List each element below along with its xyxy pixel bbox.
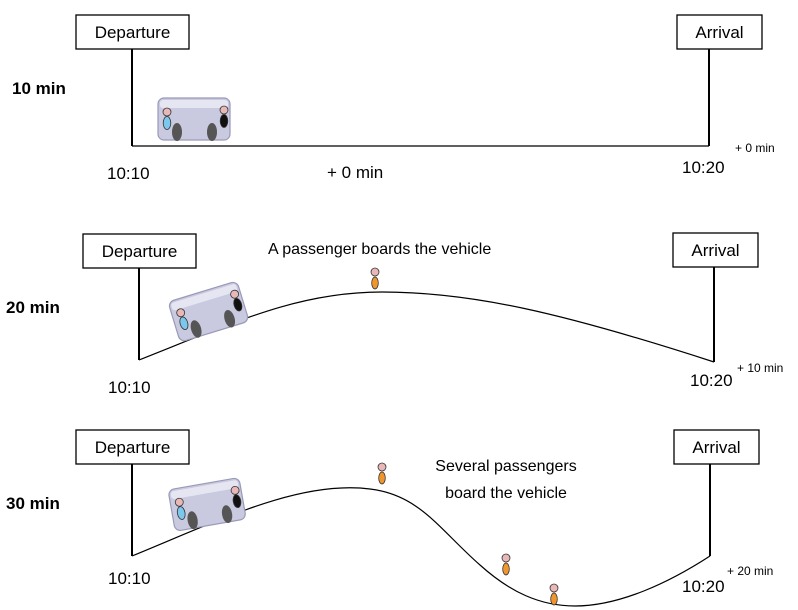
arrival-label: Arrival — [695, 23, 743, 42]
departure-box — [82, 233, 197, 269]
departure-box — [75, 429, 190, 465]
arrival-delay: + 10 min — [737, 361, 783, 375]
departure-box — [75, 14, 190, 50]
arrival-time: 10:20 — [690, 371, 733, 390]
arrival-box — [676, 14, 763, 50]
vehicle-icon — [167, 280, 251, 344]
duration-label: 20 min — [6, 298, 60, 317]
duration-label: 10 min — [12, 79, 66, 98]
arrival-box — [673, 429, 760, 465]
mid-delay-label: + 0 min — [327, 163, 383, 182]
waiting-passenger-icon — [370, 267, 380, 290]
departure-label: Departure — [102, 242, 178, 261]
waiting-passenger-icon — [549, 583, 559, 606]
panel-30-min: Departure Arrival 30 min 10:10 10:20 + 2… — [6, 429, 773, 607]
departure-label: Departure — [95, 438, 171, 457]
arrival-time: 10:20 — [682, 158, 725, 177]
arrival-box — [672, 232, 759, 268]
arrival-delay: + 20 min — [727, 564, 773, 578]
arrival-time: 10:20 — [682, 577, 725, 596]
boarding-note-line-1: Several passengers — [435, 458, 576, 475]
route-curve — [131, 487, 711, 607]
panel-10-min: Departure Arrival 10 min 10:10 10:20 + 0… — [12, 14, 775, 183]
vehicle-icon — [167, 476, 247, 533]
waiting-passenger-icon — [377, 462, 387, 485]
waiting-passenger-icon — [501, 553, 511, 576]
panel-20-min: Departure Arrival 20 min 10:10 10:20 + 1… — [6, 232, 783, 397]
boarding-note: A passenger boards the vehicle — [268, 241, 491, 258]
arrival-label: Arrival — [691, 241, 739, 260]
departure-label: Departure — [95, 23, 171, 42]
departure-time: 10:10 — [108, 378, 151, 397]
arrival-label: Arrival — [692, 438, 740, 457]
arrival-delay: + 0 min — [735, 141, 775, 155]
departure-time: 10:10 — [108, 569, 151, 588]
departure-time: 10:10 — [107, 164, 150, 183]
boarding-note-line-2: board the vehicle — [445, 485, 567, 502]
duration-label: 30 min — [6, 494, 60, 513]
vehicle-icon — [157, 97, 231, 142]
